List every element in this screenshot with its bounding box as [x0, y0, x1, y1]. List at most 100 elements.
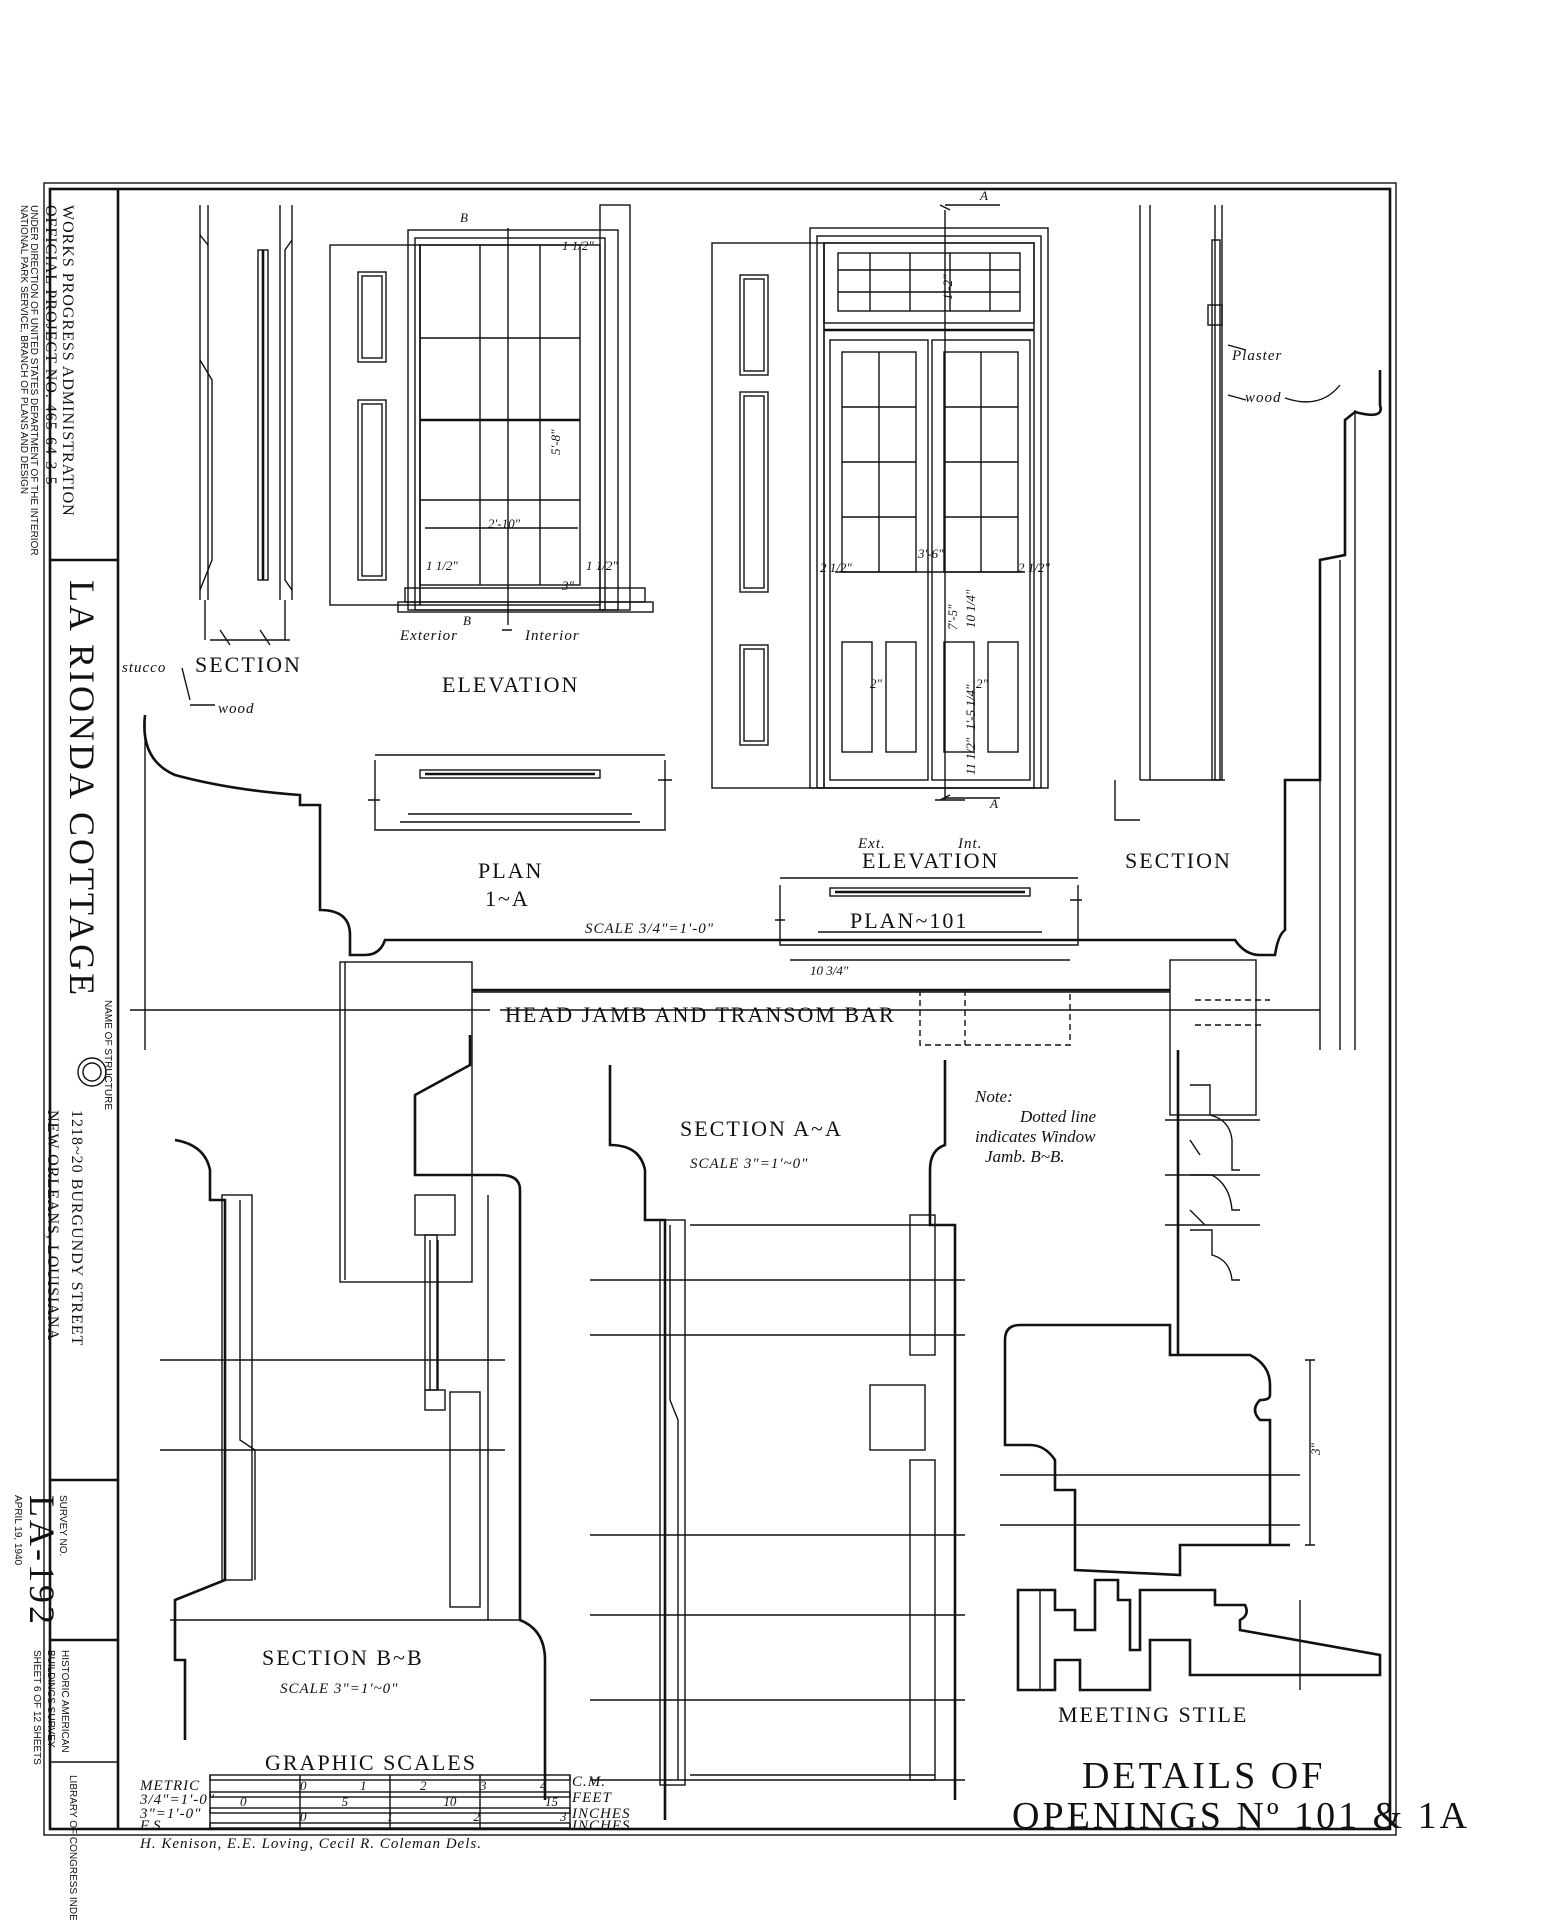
- label-scale-bb: SCALE 3"=1'~0": [280, 1681, 398, 1697]
- label-head-jamb: HEAD JAMB AND TRANSOM BAR: [505, 1002, 896, 1027]
- scale-row3-right: INCHES: [571, 1806, 631, 1822]
- label-plan-1a-line1: PLAN: [478, 858, 543, 883]
- agency-line1: WORKS PROGRESS ADMINISTRATION: [59, 205, 76, 517]
- tick-metric: 1: [360, 1778, 367, 1793]
- agency-line3: UNDER DIRECTION OF UNITED STATES DEPARTM…: [28, 205, 39, 556]
- tick-3in: 3: [559, 1809, 567, 1824]
- dim-transom: 1'-2": [940, 274, 955, 300]
- label-plan-101: PLAN~101: [850, 908, 968, 933]
- note-line1: Note:: [974, 1087, 1013, 1106]
- delineators: H. Kenison, E.E. Loving, Cecil R. Colema…: [139, 1836, 482, 1852]
- dim-win-top: 1 1/2": [562, 238, 594, 253]
- door-elevation: [711, 204, 1049, 801]
- sheet-info: SHEET 6 OF 12 SHEETS: [31, 1650, 42, 1765]
- outer-border: [43, 182, 1397, 1836]
- label-interior: Interior: [524, 628, 580, 644]
- scale-row4-left: F.S.: [139, 1818, 166, 1834]
- transom-bar-detail: [1003, 1050, 1315, 1577]
- scale-row1-right: C.M.: [572, 1774, 606, 1790]
- label-ext: Ext.: [857, 836, 886, 852]
- tick-3in: 1: [387, 1809, 394, 1824]
- label-elevation-right: ELEVATION: [862, 848, 999, 873]
- dim-stile: 3": [1308, 1443, 1323, 1457]
- structure-caption: NAME OF STRUCTURE: [102, 1000, 113, 1110]
- tick-metric: 2: [420, 1778, 427, 1793]
- scale-row1-left: METRIC: [139, 1778, 200, 1794]
- label-exterior: Exterior: [399, 628, 458, 644]
- tick-3in: 2: [473, 1809, 480, 1824]
- scale-row2-left: 3/4"=1'-0": [139, 1792, 215, 1808]
- habs-seal: [77, 1057, 107, 1087]
- sheet-title-line2: OPENINGS Nº 101 & 1A: [1012, 1795, 1470, 1837]
- survey-date: APRIL 19, 1940: [12, 1495, 23, 1566]
- head-jamb-band: [130, 959, 1320, 1283]
- dim-win-side-r: 1 1/2": [586, 558, 618, 573]
- cut-b-top: B: [460, 210, 468, 225]
- survey-caption: SURVEY NO.: [57, 1495, 68, 1556]
- label-scale-34: SCALE 3/4"=1'-0": [585, 921, 714, 937]
- habs-line1: HISTORIC AMERICAN: [59, 1650, 70, 1753]
- agency-line4: NATIONAL PARK SERVICE, BRANCH OF PLANS A…: [18, 205, 29, 494]
- label-plaster: Plaster: [1231, 348, 1282, 364]
- cut-a-top: A: [979, 188, 988, 203]
- label-stucco: stucco: [122, 660, 166, 676]
- dim-door-width: 3'-6": [917, 546, 944, 561]
- address-line1: 1218~20 BURGUNDY STREET: [68, 1110, 85, 1346]
- plan-1a: [368, 754, 672, 831]
- label-int: Int.: [957, 836, 982, 852]
- scale-row2-right: FEET: [571, 1790, 612, 1806]
- section-aa: [608, 1060, 957, 1820]
- tick-34: 10: [443, 1794, 457, 1809]
- label-scale-aa: SCALE 3"=1'~0": [690, 1156, 808, 1172]
- tick-34: 0: [240, 1794, 247, 1809]
- section-bb: [170, 1035, 547, 1800]
- tick-34: 15: [545, 1794, 559, 1809]
- label-wood-left: wood: [218, 701, 255, 717]
- scale-tick-labels: 0 1 2 3 4 0 5 10 15 0 1 2 3: [240, 1778, 567, 1824]
- window-section-left: [199, 205, 293, 646]
- label-wood-right: wood: [1245, 390, 1282, 406]
- survey-no: LA-192: [22, 1495, 62, 1627]
- tick-3in: 0: [300, 1809, 307, 1824]
- label-graphic-scales: GRAPHIC SCALES: [265, 1750, 477, 1775]
- dim-win-height: 5'-8": [548, 429, 563, 455]
- habs-line2: BUILDINGS SURVEY: [45, 1650, 56, 1748]
- dim-door-bottom: 11 1/2": [963, 737, 978, 775]
- structure-name: LA RIONDA COTTAGE: [62, 580, 102, 998]
- meeting-stile: [1016, 1578, 1382, 1692]
- scale-row3-left: 3"=1'-0": [139, 1806, 201, 1822]
- dim-door-side-l: 2 1/2": [820, 560, 852, 575]
- graphic-scales: [209, 1774, 571, 1830]
- tick-metric: 4: [540, 1778, 547, 1793]
- dim-win-width: 2'-10": [488, 516, 521, 531]
- agency-line2: OFFICIAL PROJECT NO. 465-64-3-5: [42, 205, 59, 486]
- dim-door-rail: 10 1/4": [963, 589, 978, 628]
- label-meeting-stile: MEETING STILE: [1058, 1702, 1248, 1727]
- dim-win-side-l: 1 1/2": [426, 558, 458, 573]
- cut-a-bottom: A: [989, 796, 998, 811]
- dim-door-panel-h: 1'-5 1/4": [963, 684, 978, 730]
- tick-metric: 3: [479, 1778, 487, 1793]
- scale-row4-right: INCHES: [571, 1818, 631, 1834]
- window-elevation: [329, 204, 654, 631]
- label-section-aa: SECTION A~A: [680, 1116, 843, 1141]
- note-line3: indicates Window: [975, 1127, 1096, 1146]
- dim-door-stile-r: 2": [976, 676, 989, 691]
- inner-border: [48, 187, 1392, 1831]
- dim-door-side-r: 2 1/2": [1018, 560, 1050, 575]
- door-section-right: [1114, 205, 1247, 821]
- address-line2: NEW ORLEANS, LOUISIANA: [44, 1110, 61, 1341]
- tick-metric: 0: [300, 1778, 307, 1793]
- label-section-bb: SECTION B~B: [262, 1645, 424, 1670]
- label-elevation-left: ELEVATION: [442, 672, 579, 697]
- label-section-right: SECTION: [1125, 848, 1232, 873]
- note-line2: Dotted line: [1019, 1107, 1096, 1126]
- dim-door-height: 7'-5": [945, 604, 960, 630]
- sheet-title-line1: DETAILS OF: [1082, 1755, 1325, 1797]
- cut-b-bottom: B: [463, 613, 471, 628]
- note-line4: Jamb. B~B.: [985, 1147, 1065, 1166]
- head-jamb-profile: [143, 370, 1382, 1050]
- dim-door-stile-l: 2": [870, 676, 883, 691]
- tick-34: 5: [342, 1794, 349, 1809]
